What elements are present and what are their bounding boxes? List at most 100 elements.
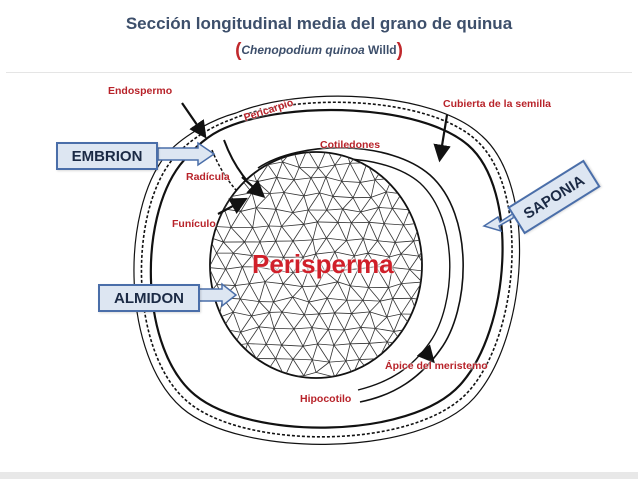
perisperm-cell-wall: [315, 361, 330, 373]
perisperm-cell-wall: [334, 360, 347, 378]
label-cotiledones: Cotiledones: [320, 139, 381, 151]
perisperm-cell-wall: [223, 227, 232, 243]
perisperm-cell-wall: [435, 312, 455, 314]
funiculo-arrow: [217, 197, 248, 215]
perisperm-cell-wall: [302, 257, 309, 271]
perisperm-cell-wall: [370, 197, 380, 208]
perisperm-cell-wall: [344, 327, 361, 331]
perisperm-cell-wall: [273, 328, 283, 346]
perisperm-cell-wall: [267, 164, 278, 178]
perisperm-cell-wall: [412, 149, 429, 152]
perisperm-cell-wall: [375, 266, 389, 288]
perisperm-cell-wall: [345, 343, 351, 361]
perisperm-cell-wall: [282, 161, 295, 181]
perisperm-cell-wall: [421, 281, 422, 301]
perisperm-cell-wall: [409, 196, 421, 211]
perisperm-cell-wall: [273, 296, 293, 303]
perisperm-cell-wall: [388, 256, 393, 268]
perisperm-cell-wall: [389, 253, 402, 258]
perisperm-cell-wall: [409, 255, 420, 270]
perisperm-cell-wall: [333, 343, 351, 346]
perisperm-cell-wall: [317, 209, 328, 223]
perisperm-cell-wall: [383, 223, 396, 243]
perisperm-cell-wall: [255, 193, 271, 209]
perisperm-cell-wall: [354, 252, 369, 257]
perisperm-cell-wall: [391, 193, 402, 209]
perisperm-cell-wall: [247, 358, 257, 378]
perisperm-cell-wall: [265, 256, 278, 271]
perisperm-cell-wall: [368, 207, 380, 223]
perisperm-cell-wall: [275, 208, 293, 214]
perisperm-cell-wall: [383, 208, 393, 224]
perisperm-cell-wall: [334, 251, 344, 271]
perisperm-cell-wall: [216, 252, 226, 270]
perisperm-cell-wall: [342, 268, 359, 271]
perisperm-cell-wall: [311, 313, 320, 328]
perisperm-cell-wall: [232, 358, 243, 375]
perisperm-cell-wall: [223, 208, 232, 228]
perisperm-cell-wall: [312, 239, 317, 255]
perisperm-cell-wall: [368, 287, 381, 302]
perisperm-cell-wall: [292, 286, 303, 298]
perisperm-cell-wall: [362, 222, 370, 239]
perisperm-cell-wall: [276, 177, 295, 181]
perisperm-cell-wall: [444, 153, 452, 167]
perisperm-cell-wall: [428, 209, 440, 226]
perisperm-cell-wall: [377, 240, 390, 258]
perisperm-cell-wall: [251, 255, 266, 258]
perisperm-cell-wall: [219, 342, 235, 346]
perisperm-cell-wall: [326, 298, 335, 314]
perisperm-cell-wall: [292, 195, 305, 213]
perisperm-cell-wall: [337, 208, 344, 223]
perisperm-cell-wall: [417, 372, 422, 377]
perisperm-cell-wall: [215, 226, 231, 228]
perisperm-cell-wall: [217, 372, 234, 375]
perisperm-cell-wall: [281, 344, 304, 347]
perisperm-cell-wall: [217, 358, 229, 374]
perisperm-cell-wall: [419, 208, 422, 224]
perisperm-cell-wall: [307, 209, 318, 223]
perisperm-cell-wall: [349, 285, 364, 301]
perisperm-cell-wall: [240, 332, 248, 344]
perisperm-cell-wall: [213, 196, 232, 198]
perisperm-cell-wall: [281, 223, 304, 227]
perisperm-cell-wall: [392, 267, 402, 284]
perisperm-cell-wall: [216, 241, 224, 254]
perisperm-cell-wall: [375, 266, 393, 268]
label-radicula: Radícula: [186, 171, 230, 183]
diagram-subtitle: (Chenopodium quinoa Willd): [0, 40, 638, 62]
perisperm-cell-wall: [234, 266, 243, 286]
perisperm-cell-wall: [210, 252, 217, 268]
perisperm-cell-wall: [352, 197, 362, 213]
perisperm-cell-wall: [252, 225, 269, 229]
perisperm-cell-wall: [428, 285, 438, 300]
perisperm-cell-wall: [315, 237, 327, 255]
perisperm-cell-wall: [342, 197, 354, 210]
perisperm-cell-wall: [332, 196, 343, 210]
perisperm-cell-wall: [428, 327, 444, 329]
perisperm-cell-wall: [333, 329, 345, 346]
perisperm-cell-wall: [301, 270, 309, 287]
perisperm-cell-wall: [394, 224, 404, 243]
perisperm-cell-wall: [292, 358, 313, 361]
perisperm-cell-wall: [326, 208, 343, 211]
bottom-strip: [0, 472, 638, 479]
perisperm-cell-wall: [303, 209, 309, 225]
perisperm-cell-wall: [278, 148, 293, 150]
perisperm-cell-wall: [319, 176, 327, 194]
perisperm-cell-wall: [360, 311, 371, 328]
perisperm-cell-wall: [327, 297, 347, 301]
perisperm-cell-wall: [352, 372, 370, 375]
perisperm-cell-wall: [349, 268, 359, 287]
perisperm-cell-wall: [227, 345, 235, 359]
perisperm-cell-wall: [334, 312, 345, 331]
label-funiculo: Funículo: [172, 218, 216, 230]
perisperm-cell-wall: [369, 372, 386, 378]
perisperm-cell-wall: [316, 270, 326, 287]
perisperm-cell-wall: [232, 311, 241, 333]
perisperm-cell-wall: [241, 152, 251, 165]
perisperm-cell-wall: [402, 344, 413, 360]
perisperm-cell-wall: [292, 256, 304, 273]
perisperm-cell-wall: [396, 344, 404, 361]
perisperm-cell-wall: [342, 208, 361, 213]
